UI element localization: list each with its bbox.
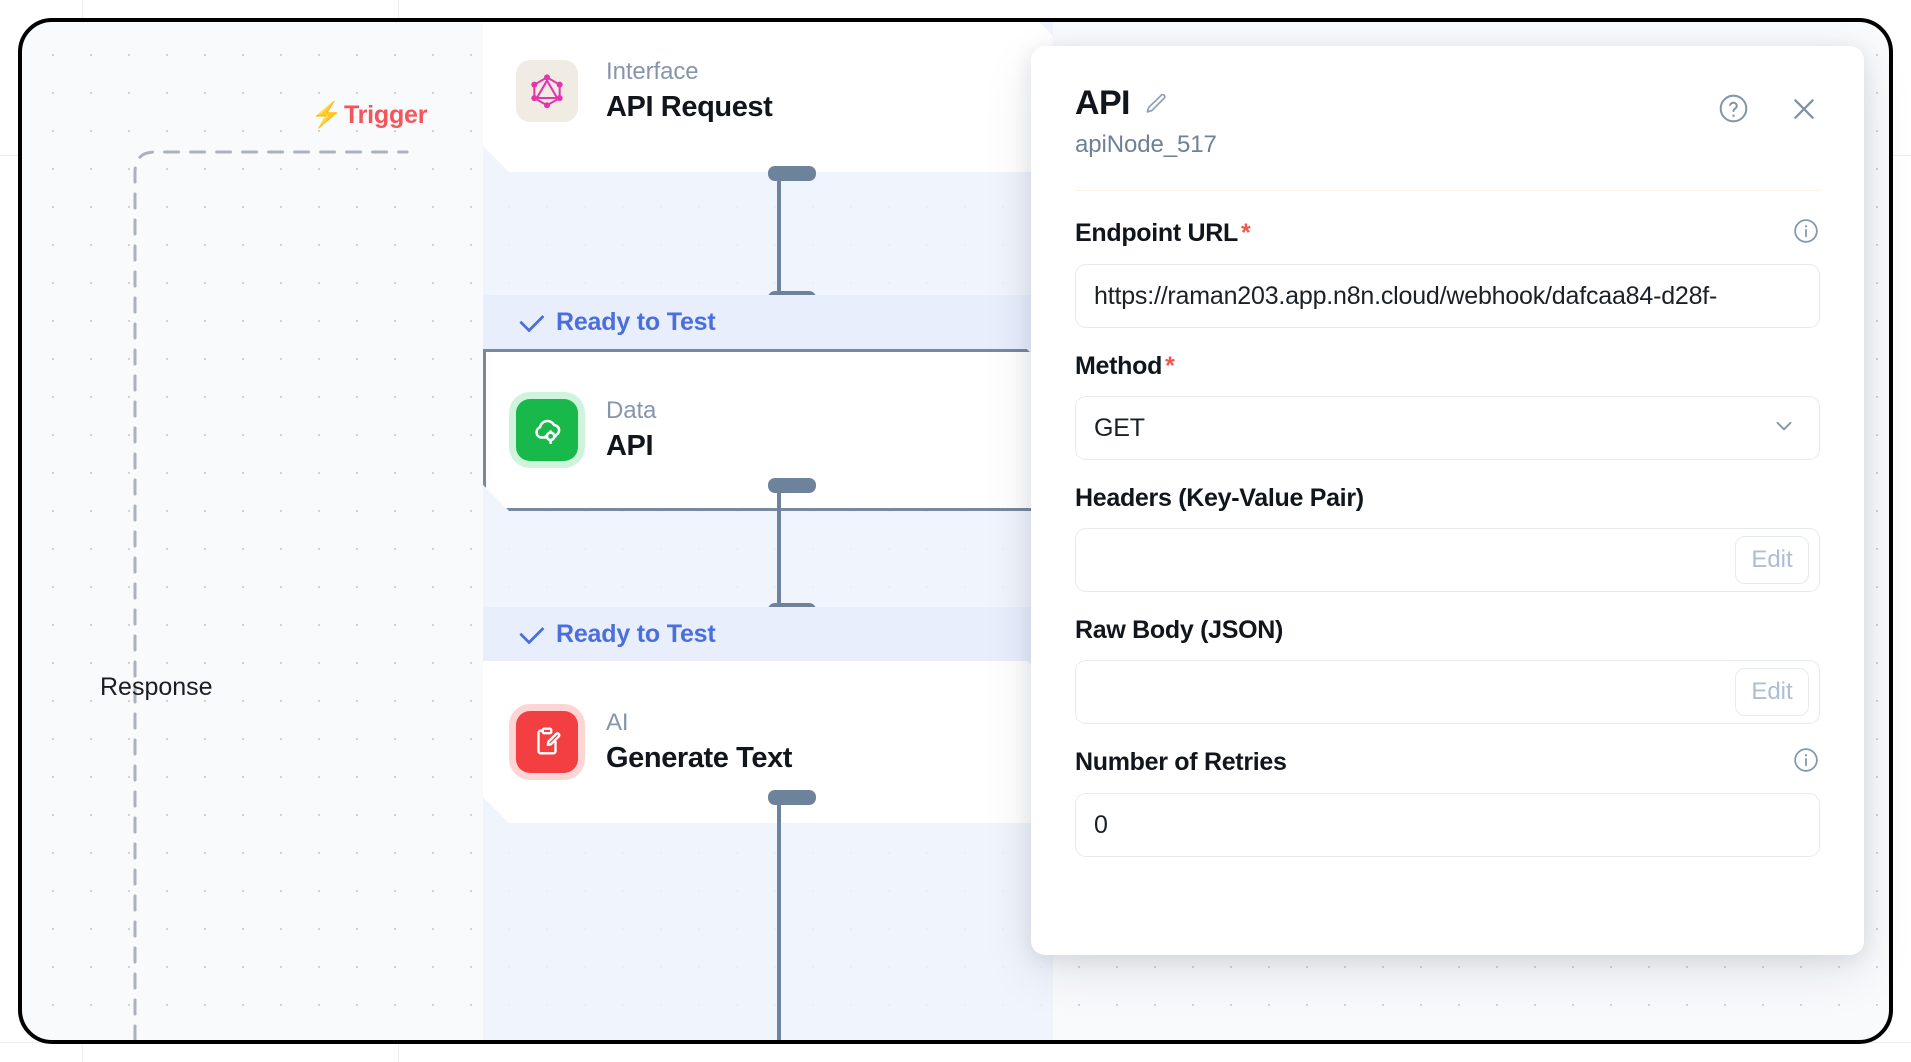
endpoint-url-value: https://raman203.app.n8n.cloud/webhook/d…	[1094, 281, 1718, 310]
chevron-down-icon	[1771, 413, 1797, 444]
field-label-text: Method	[1075, 351, 1163, 380]
node-status-badge: Ready to Test	[483, 607, 1053, 661]
connector-port-top[interactable]	[768, 790, 816, 805]
trigger-connection-path	[133, 150, 409, 1040]
field-label: Endpoint URL*	[1075, 219, 1251, 248]
trigger-label: ⚡ Trigger	[311, 101, 427, 130]
panel-title-row: API	[1075, 84, 1820, 123]
cloud-gear-icon	[516, 399, 578, 461]
connector-port-top[interactable]	[768, 166, 816, 181]
node-text: Data API	[606, 397, 656, 463]
method-value: GET	[1094, 413, 1145, 442]
node-text: AI Generate Text	[606, 709, 792, 775]
field-headers: Headers (Key-Value Pair) Edit	[1075, 482, 1820, 592]
headers-input[interactable]: Edit	[1075, 528, 1820, 592]
lightning-bolt-icon: ⚡	[311, 101, 342, 129]
info-icon[interactable]	[1792, 217, 1820, 250]
node-generate-text[interactable]: Ready to Test AI Generate Text	[483, 607, 1053, 823]
headers-edit-button[interactable]: Edit	[1735, 536, 1809, 584]
node-api-request[interactable]: Interface API Request	[483, 22, 1053, 172]
close-icon[interactable]	[1788, 93, 1820, 125]
field-label: Number of Retries	[1075, 748, 1287, 776]
required-marker: *	[1165, 351, 1175, 380]
panel-title: API	[1075, 84, 1130, 122]
required-marker: *	[1241, 219, 1251, 247]
check-icon	[519, 307, 545, 333]
field-number-of-retries: Number of Retries 0	[1075, 746, 1820, 857]
connector-line	[777, 796, 781, 1040]
node-card[interactable]: Interface API Request	[483, 22, 1053, 172]
raw-body-input[interactable]: Edit	[1075, 660, 1820, 724]
node-status-text: Ready to Test	[556, 619, 716, 648]
endpoint-url-input[interactable]: https://raman203.app.n8n.cloud/webhook/d…	[1075, 264, 1820, 328]
node-title: API Request	[606, 91, 773, 123]
help-circle-icon[interactable]	[1717, 92, 1750, 125]
info-icon[interactable]	[1792, 746, 1820, 779]
raw-body-edit-button[interactable]: Edit	[1735, 668, 1809, 716]
node-kind: Data	[606, 397, 657, 424]
node-card[interactable]: Data API	[483, 349, 1053, 511]
trigger-label-text: Trigger	[343, 101, 428, 129]
check-icon	[519, 619, 545, 645]
node-kind: AI	[606, 709, 629, 736]
field-method: Method* GET	[1075, 350, 1820, 460]
panel-actions	[1717, 92, 1820, 125]
pencil-icon[interactable]	[1143, 91, 1169, 117]
field-label-text: Endpoint URL	[1075, 219, 1239, 247]
panel-header: API apiNode_517	[1031, 46, 1864, 159]
connector-line	[777, 172, 781, 300]
field-label: Raw Body (JSON)	[1075, 615, 1284, 644]
node-title: API	[606, 430, 654, 462]
panel-subtitle: apiNode_517	[1075, 131, 1217, 158]
clipboard-pencil-icon	[516, 711, 578, 773]
field-endpoint-url: Endpoint URL* https://raman203.app.n8n.c…	[1075, 217, 1820, 328]
field-raw-body: Raw Body (JSON) Edit	[1075, 614, 1820, 724]
page-guide-line	[0, 1042, 1911, 1043]
connector-line	[777, 484, 781, 612]
field-label: Method*	[1075, 352, 1175, 381]
method-select[interactable]: GET	[1075, 396, 1820, 460]
field-label: Headers (Key-Value Pair)	[1075, 483, 1364, 512]
node-title: Generate Text	[606, 742, 793, 774]
panel-divider	[1075, 190, 1820, 191]
number-of-retries-value: 0	[1094, 810, 1108, 839]
node-kind: Interface	[606, 58, 699, 85]
connector-port-top[interactable]	[768, 478, 816, 493]
node-text: Interface API Request	[606, 58, 772, 124]
response-label: Response	[100, 673, 213, 701]
panel-body: Endpoint URL* https://raman203.app.n8n.c…	[1031, 191, 1864, 857]
graphql-icon	[516, 60, 578, 122]
node-column-band	[483, 22, 1053, 1040]
node-status-text: Ready to Test	[556, 307, 716, 336]
node-properties-panel: API apiNode_517	[1031, 46, 1864, 955]
number-of-retries-input[interactable]: 0	[1075, 793, 1820, 857]
node-data-api[interactable]: Ready to Test Data API	[483, 295, 1053, 511]
node-status-badge: Ready to Test	[483, 295, 1053, 349]
